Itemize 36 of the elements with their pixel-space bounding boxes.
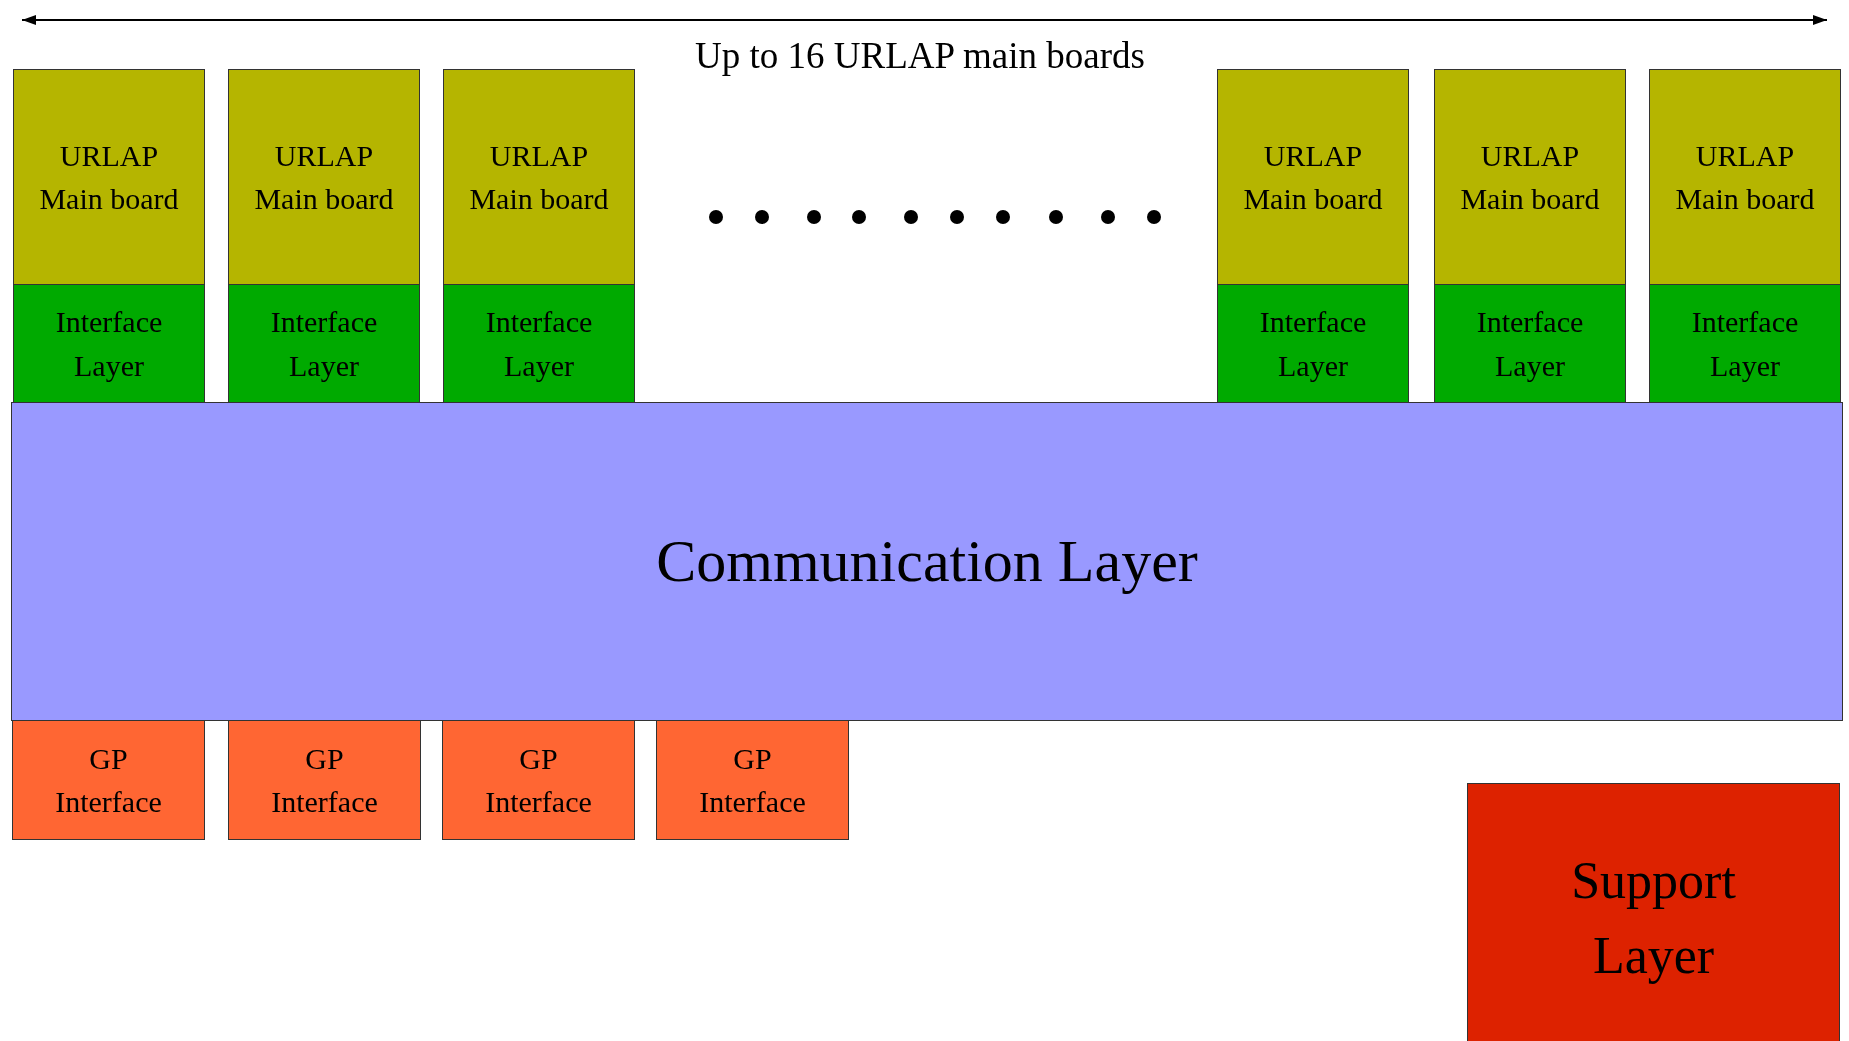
interface-layer-box bbox=[443, 284, 635, 403]
gp-interface-box bbox=[12, 720, 205, 840]
node-label: Support Layer bbox=[1570, 850, 1737, 986]
node-label: URLAP Main board bbox=[38, 137, 180, 217]
node-label: URLAP Main board bbox=[1459, 137, 1601, 217]
node-label: Interface Layer bbox=[54, 304, 164, 384]
node-label: URLAP Main board bbox=[1674, 137, 1816, 217]
main-board-box bbox=[1217, 69, 1409, 285]
support-layer-box bbox=[1467, 783, 1840, 1041]
communication-layer-band bbox=[11, 402, 1843, 721]
interface-layer-box bbox=[1649, 284, 1841, 403]
node-label: Interface Layer bbox=[269, 304, 379, 384]
main-board-box bbox=[1434, 69, 1626, 285]
node-label: GP Interface bbox=[698, 740, 807, 820]
node-label: Interface Layer bbox=[1258, 304, 1368, 384]
node-label: GP Interface bbox=[54, 740, 163, 820]
node-label: Communication Layer bbox=[656, 527, 1198, 596]
interface-layer-box bbox=[228, 284, 420, 403]
gp-interface-box bbox=[228, 720, 421, 840]
main-board-box bbox=[13, 69, 205, 285]
gp-interface-box bbox=[656, 720, 849, 840]
interface-layer-box bbox=[1217, 284, 1409, 403]
gp-interface-box bbox=[442, 720, 635, 840]
node-label: URLAP Main board bbox=[1242, 137, 1384, 217]
node-label: Interface Layer bbox=[1690, 304, 1800, 384]
node-label: URLAP Main board bbox=[468, 137, 610, 217]
node-label: URLAP Main board bbox=[253, 137, 395, 217]
node-label: GP Interface bbox=[270, 740, 379, 820]
main-board-box bbox=[228, 69, 420, 285]
interface-layer-box bbox=[1434, 284, 1626, 403]
node-label: Interface Layer bbox=[1475, 304, 1585, 384]
node-label: Interface Layer bbox=[484, 304, 594, 384]
interface-layer-box bbox=[13, 284, 205, 403]
node-label: GP Interface bbox=[484, 740, 593, 820]
main-board-box bbox=[443, 69, 635, 285]
main-board-box bbox=[1649, 69, 1841, 285]
